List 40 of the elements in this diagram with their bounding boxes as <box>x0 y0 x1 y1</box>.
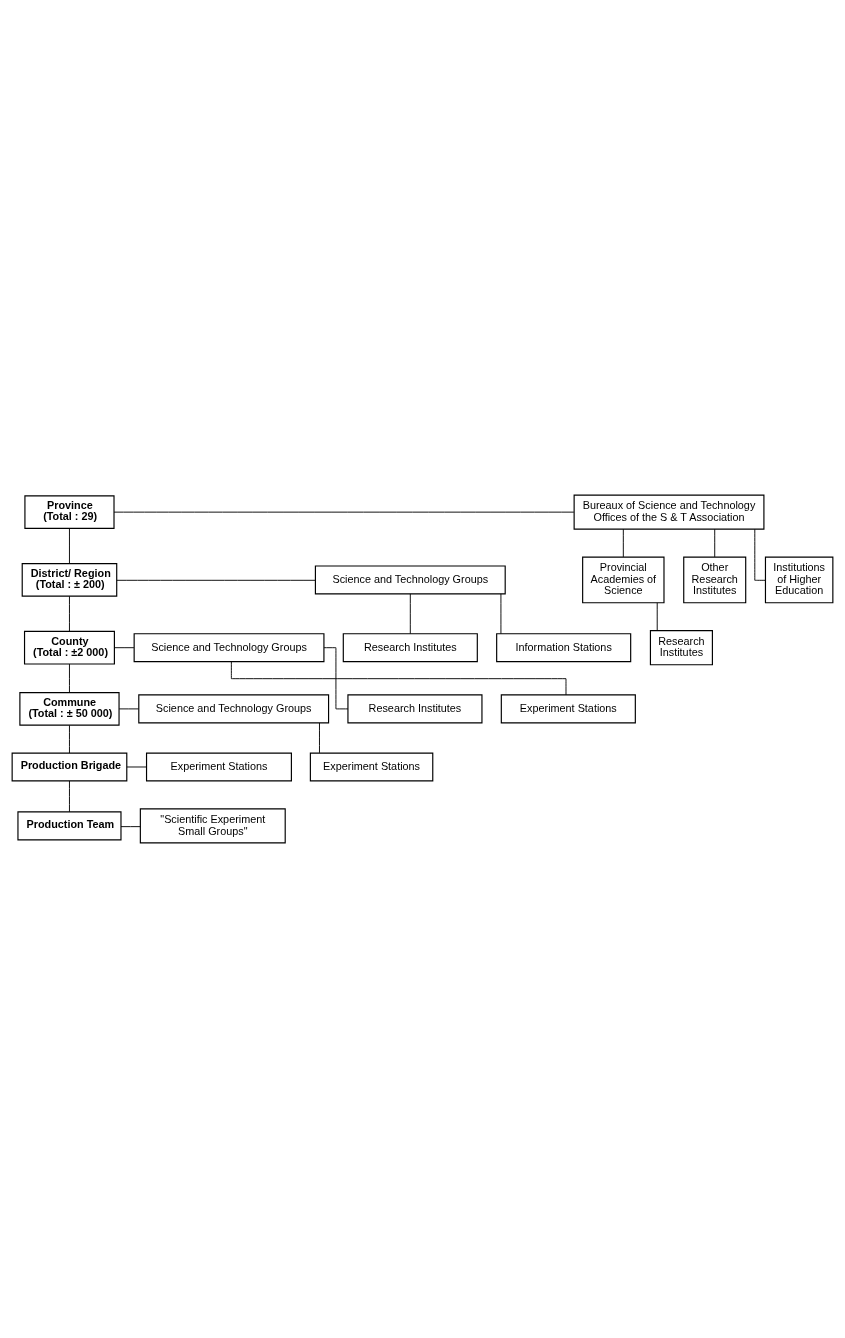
connector <box>323 647 349 710</box>
node-box: Production Team <box>17 811 122 841</box>
connector <box>69 724 70 754</box>
connector <box>754 528 766 581</box>
node-box: Research Institutes <box>342 633 478 663</box>
connector <box>69 663 70 693</box>
node-box: Provincial Academies of Science <box>582 556 665 604</box>
connector <box>113 511 575 513</box>
node-box: Province (Total : 29) <box>24 495 115 529</box>
node-box: Experiment Stations <box>145 752 292 782</box>
node-box: Research Institutes <box>649 630 713 666</box>
node-box: County (Total : ±2 000) <box>23 630 115 665</box>
node-box: Information Stations <box>496 633 632 663</box>
connector <box>714 528 716 558</box>
connector <box>118 708 140 710</box>
connector <box>319 722 320 754</box>
node-box: Experiment Stations <box>309 752 434 782</box>
connector <box>409 593 411 635</box>
node-box: Research Institutes <box>347 694 483 724</box>
connector <box>126 766 147 768</box>
connector <box>500 593 502 635</box>
connector <box>114 647 135 649</box>
node-box: Production Brigade <box>11 752 128 782</box>
node-box: Science and Technology Groups <box>133 633 325 663</box>
connector <box>120 826 141 828</box>
connector <box>622 528 624 558</box>
node-box: Experiment Stations <box>500 694 636 724</box>
connector <box>116 579 316 581</box>
node-box: Commune (Total : ± 50 000) <box>19 692 120 726</box>
connector <box>69 595 70 632</box>
node-box: Other Research Institutes <box>683 556 747 604</box>
node-box: Bureaux of Science and Technology Offices of the S & T Association <box>573 494 765 530</box>
node-box: "Scientific Experiment Small Groups" <box>139 808 286 844</box>
node-box: District/ Region (Total : ± 200) <box>21 563 118 597</box>
connector <box>69 780 70 813</box>
node-box: Science and Technology Groups <box>314 565 506 595</box>
node-box: Science and Technology Groups <box>138 694 330 724</box>
connector <box>69 528 70 564</box>
connector <box>656 602 658 632</box>
node-box: Institutions of Higher Education <box>764 556 834 604</box>
